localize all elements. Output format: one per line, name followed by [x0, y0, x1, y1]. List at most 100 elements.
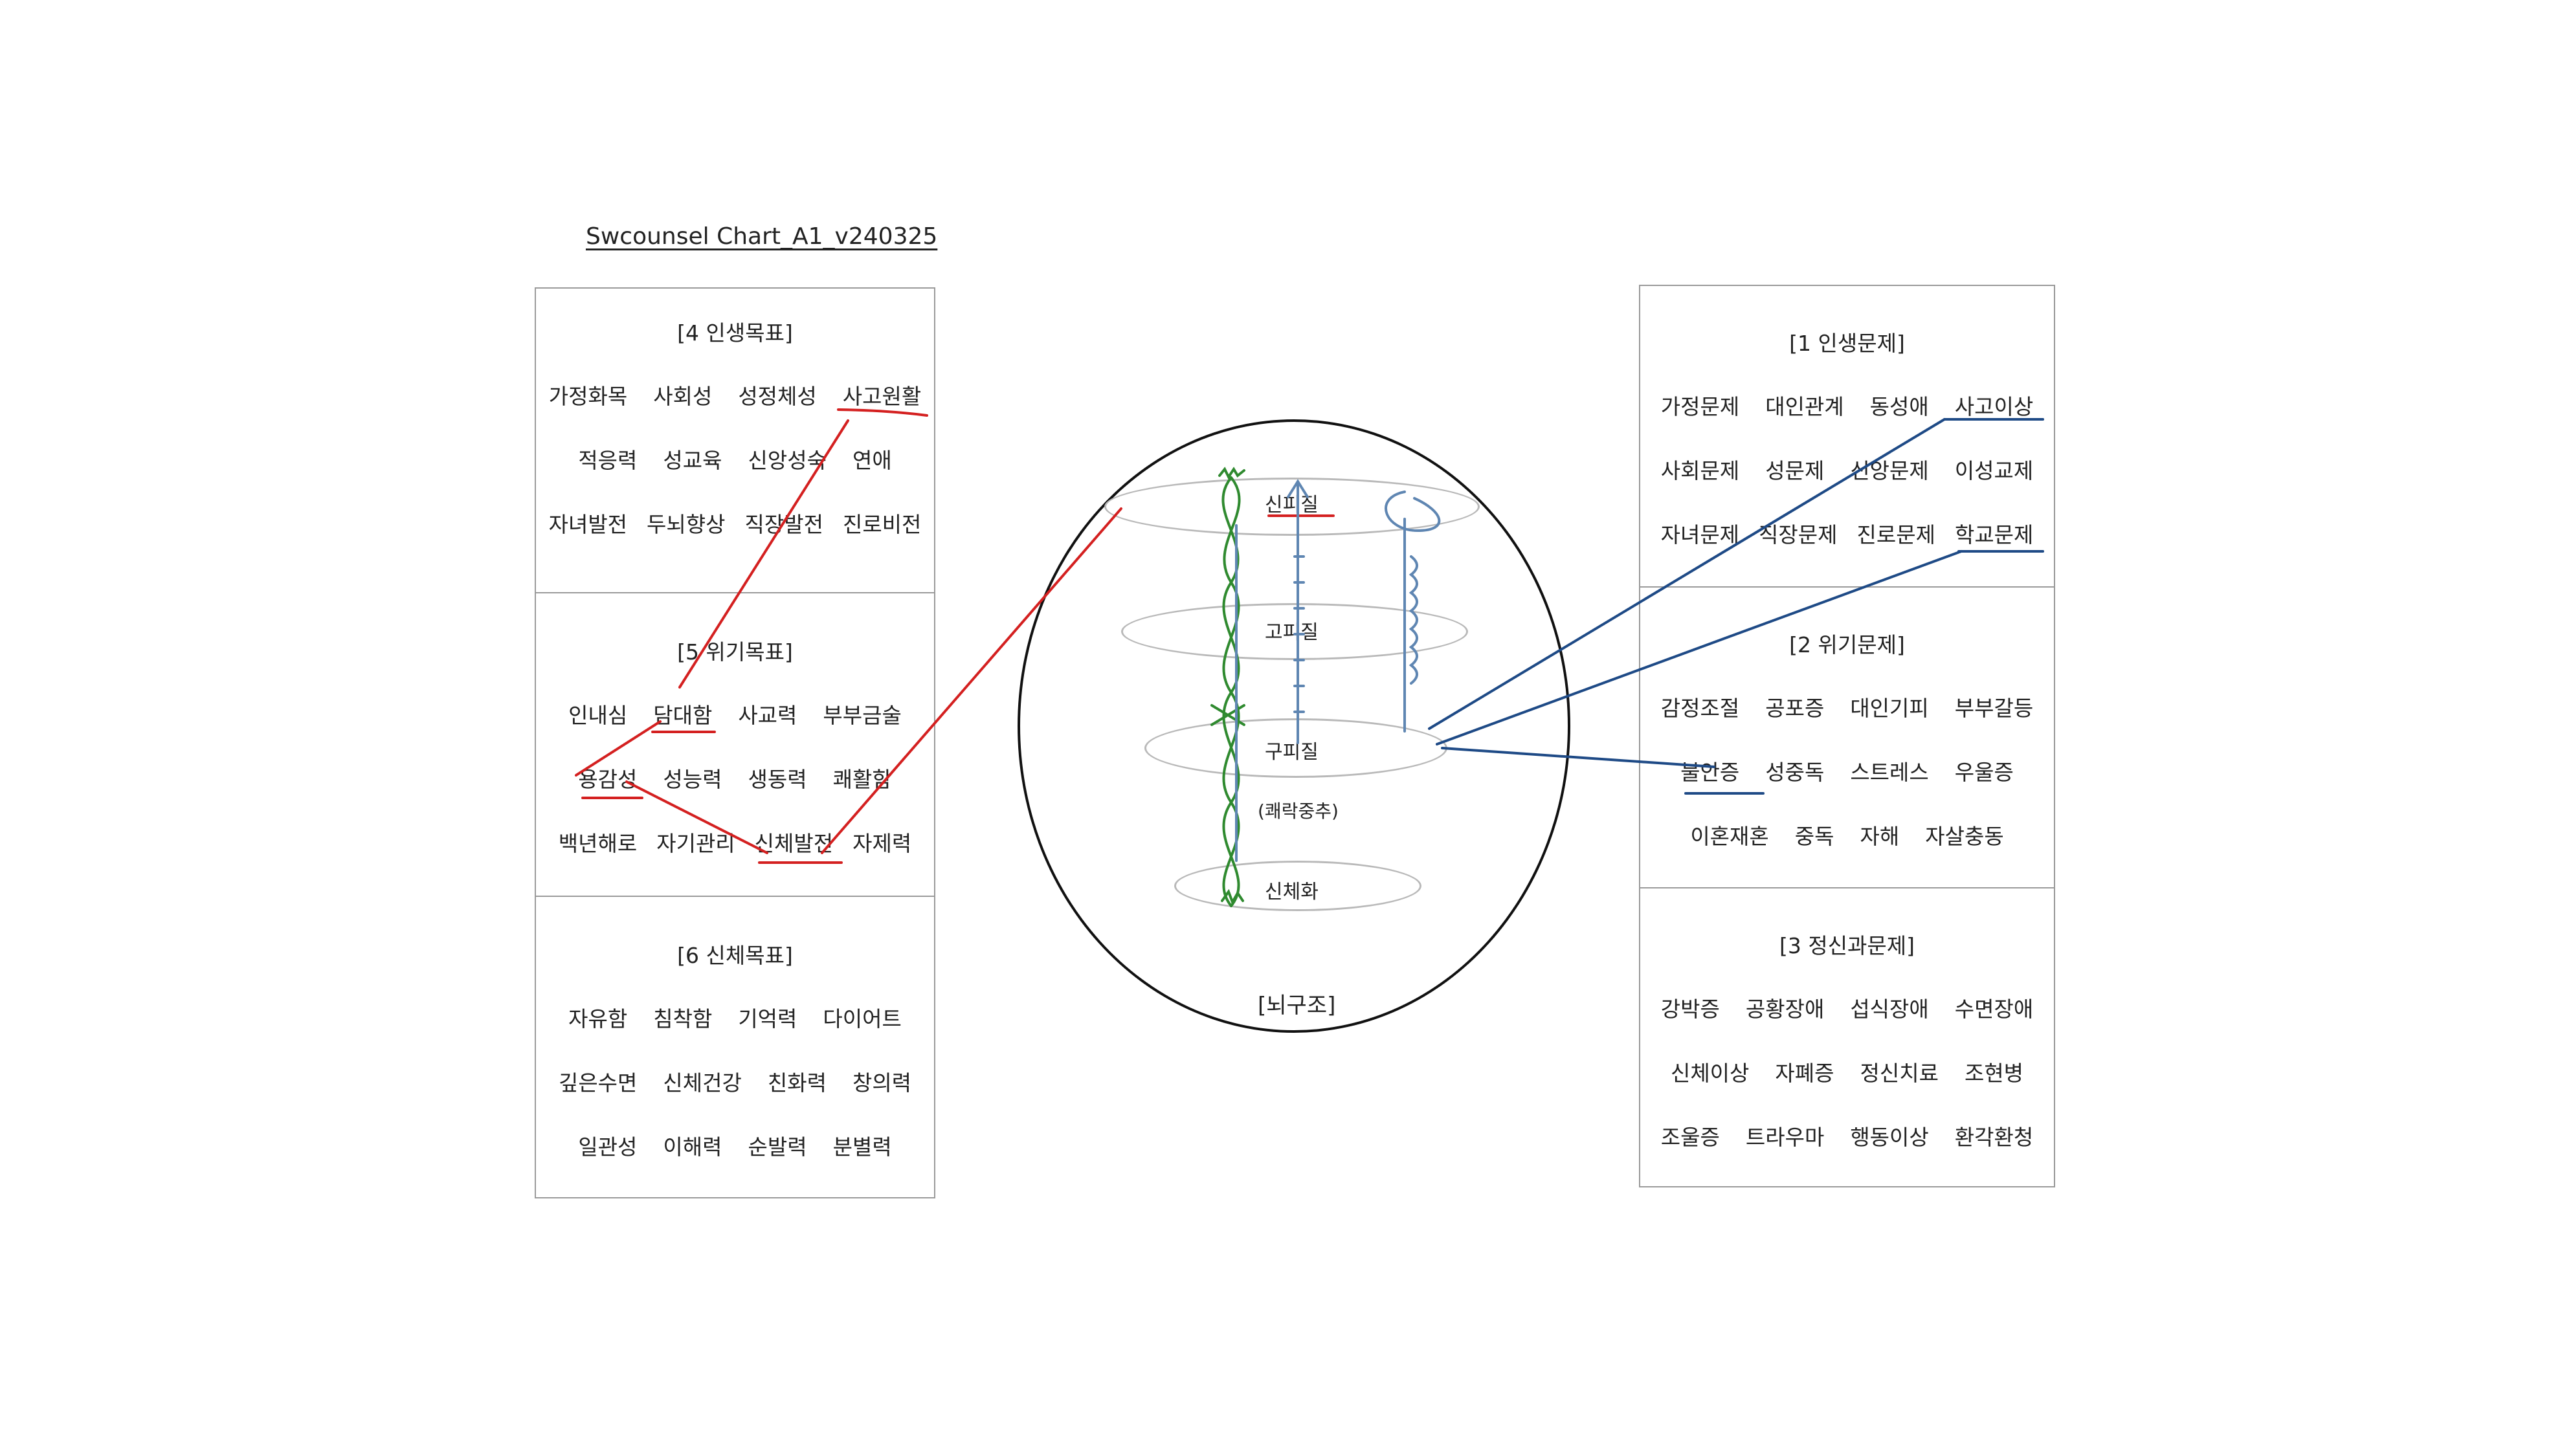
connector-red: [678, 419, 849, 689]
list-item: 다이어트: [823, 1006, 902, 1031]
list-item: 자기관리: [656, 831, 735, 856]
list-item: 인내심: [568, 703, 628, 728]
item-row: 자유함 침착함 기억력 다이어트: [536, 1002, 934, 1033]
list-item: 직장발전: [744, 512, 823, 537]
layer-label-neocortex: 신피질: [1265, 494, 1319, 516]
list-item: 성정체성: [738, 384, 817, 409]
list-item: 신앙성숙: [748, 448, 827, 473]
item-row: 일관성 이해력 순발력 분별력: [536, 1130, 934, 1161]
item-row: 신체이상 자폐증 정신치료 조현병: [1640, 1056, 2054, 1087]
chart-title: Swcounsel Chart_A1_v240325: [586, 223, 938, 250]
list-item: 성중독: [1765, 760, 1825, 785]
section-crisis-goals: [5 위기목표] 인내심 담대함 사교력 부부금술 용감성 성능력 생동력 쾌활…: [536, 592, 934, 897]
layer-label-archicortex: 구피질: [1265, 741, 1319, 764]
list-item: 연애: [852, 448, 892, 473]
underline-red: [837, 408, 928, 417]
brain-caption: [뇌구조]: [1258, 993, 1336, 1019]
list-item: 이성교제: [1954, 458, 2034, 483]
section-title: [4 인생목표]: [677, 320, 793, 346]
layer-label-pleasure-center: (쾌락중추): [1258, 800, 1339, 822]
list-item: 용감성: [578, 767, 638, 792]
tick-marks: [1293, 555, 1305, 713]
list-item: 정신치료: [1860, 1061, 1939, 1086]
list-item: 기억력: [738, 1006, 797, 1031]
section-title: [3 정신과문제]: [1779, 933, 1915, 958]
list-item: 자녀문제: [1660, 522, 1740, 547]
list-item: 중독: [1794, 824, 1834, 849]
item-row: 가정화목 사회성 성정체성 사고원활: [536, 379, 934, 410]
list-item: 신체건강: [663, 1070, 742, 1096]
list-item: 섭식장애: [1850, 997, 1929, 1022]
list-item: 가정문제: [1660, 394, 1740, 419]
list-item: 진로비전: [842, 512, 922, 537]
list-item: 부부갈등: [1954, 696, 2034, 721]
section-crisis-problems: [2 위기문제] 감정조절 공포증 대인기피 부부갈등 불안증 성중독 스트레스…: [1640, 586, 2054, 888]
item-row: 인내심 담대함 사교력 부부금술: [536, 698, 934, 729]
list-item: 생동력: [748, 767, 807, 792]
section-title: [2 위기문제]: [1789, 632, 1905, 657]
arrow-head: [1287, 479, 1309, 498]
list-item: 분별력: [832, 1134, 892, 1160]
connector-red: [625, 780, 768, 854]
list-item: 진로문제: [1856, 522, 1935, 547]
list-item: 사회성: [653, 384, 713, 409]
list-item: 스트레스: [1850, 760, 1929, 785]
list-item: 창의력: [852, 1070, 912, 1096]
item-row: 적응력 성교육 신앙성숙 연애: [536, 443, 934, 474]
list-item: 사고이상: [1954, 394, 2034, 419]
list-item: 침착함: [653, 1006, 713, 1031]
list-item: 행동이상: [1850, 1125, 1929, 1150]
list-item: 강박증: [1660, 997, 1720, 1022]
list-item: 자제력: [852, 831, 912, 856]
connector-red: [575, 720, 662, 777]
left-goals-panel: [4 인생목표] 가정화목 사회성 성정체성 사고원활 적응력 성교육 신앙성숙…: [535, 287, 935, 1198]
list-item: 사회문제: [1660, 458, 1740, 483]
list-item: 대인기피: [1850, 696, 1929, 721]
list-item: 직장문제: [1759, 522, 1838, 547]
list-item: 조현병: [1964, 1061, 2024, 1086]
list-item: 일관성: [578, 1134, 638, 1160]
list-item: 자녀발전: [548, 512, 628, 537]
section-life-goals: [4 인생목표] 가정화목 사회성 성정체성 사고원활 적응력 성교육 신앙성숙…: [536, 289, 934, 592]
right-problems-panel: [1 인생문제] 가정문제 대인관계 동성애 사고이상 사회문제 성문제 신앙문…: [1639, 285, 2055, 1187]
list-item: 성문제: [1765, 458, 1825, 483]
item-row: 깊은수면 신체건강 친화력 창의력: [536, 1066, 934, 1097]
list-item: 학교문제: [1954, 522, 2034, 547]
loop-stroke: [1385, 491, 1441, 533]
list-item: 동성애: [1869, 394, 1929, 419]
list-item: 가정화목: [548, 384, 628, 409]
section-title: [6 신체목표]: [677, 943, 793, 968]
list-item: 자폐증: [1775, 1061, 1834, 1086]
brain-structure-circle: [1018, 419, 1570, 1033]
list-item: 사고원활: [842, 384, 922, 409]
section-title: [1 인생문제]: [1789, 331, 1905, 356]
list-item: 우울증: [1954, 760, 2014, 785]
item-row: 이혼재혼 중독 자해 자살충동: [1640, 819, 2054, 850]
list-item: 신체이상: [1670, 1061, 1750, 1086]
list-item: 자살충동: [1925, 824, 2004, 849]
section-body-goals: [6 신체목표] 자유함 침착함 기억력 다이어트 깊은수면 신체건강 친화력 …: [536, 896, 934, 1200]
list-item: 수면장애: [1954, 997, 2034, 1022]
list-item: 공황장애: [1745, 997, 1825, 1022]
connector-blue: [1441, 747, 1715, 768]
list-item: 적응력: [578, 448, 638, 473]
item-row: 용감성 성능력 생동력 쾌활함: [536, 762, 934, 793]
helix-mark-bottom: [1221, 888, 1244, 905]
layer-label-paleocortex: 고피질: [1265, 621, 1319, 644]
list-item: 두뇌향상: [647, 512, 726, 537]
list-item: 신앙문제: [1850, 458, 1929, 483]
list-item: 이혼재혼: [1690, 824, 1769, 849]
item-row: 감정조절 공포증 대인기피 부부갈등: [1640, 691, 2054, 722]
connector-red: [821, 507, 1122, 854]
layer-disk-top: [1104, 478, 1480, 536]
helix-mark-top: [1218, 467, 1245, 480]
layer-disk-bottom: [1174, 861, 1421, 911]
list-item: 성능력: [663, 767, 722, 792]
item-row: 가정문제 대인관계 동성애 사고이상: [1640, 390, 2054, 421]
layer-label-somatization: 신체화: [1265, 881, 1319, 903]
list-item: 부부금술: [823, 703, 902, 728]
item-row: 강박증 공황장애 섭식장애 수면장애: [1640, 992, 2054, 1023]
item-row: 자녀문제 직장문제 진로문제 학교문제: [1640, 518, 2054, 549]
item-row: 자녀발전 두뇌향상 직장발전 진로비전: [536, 507, 934, 538]
